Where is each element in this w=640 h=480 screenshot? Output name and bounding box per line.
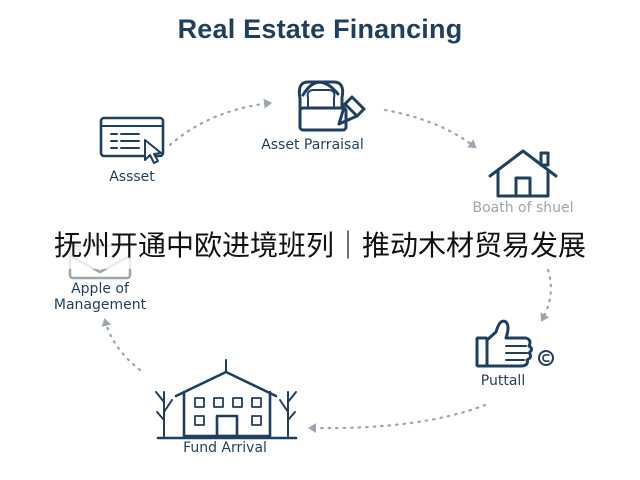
person-writing-icon (297, 80, 366, 132)
document-cursor-icon (99, 116, 165, 164)
diagram-title: Real Estate Financing (177, 14, 463, 44)
house-icon (488, 149, 558, 198)
node-label-apple-line2: Management (53, 297, 147, 313)
node-label-asset-appraisal: Asset Parraisal (261, 137, 364, 153)
arrow-asset-to-appraisal (168, 98, 272, 147)
node-label-apple-line1: Apple of (71, 281, 129, 297)
cycle-arrows (101, 98, 553, 434)
node-label-asset: Assset (109, 169, 155, 185)
arrow-booth-to-puttall (540, 268, 553, 322)
arrow-appraisal-to-booth (383, 108, 477, 149)
thumbs-up-coin-icon (475, 319, 554, 368)
node-label-fund-arrival: Fund Arrival (183, 440, 267, 456)
overlay-banner (0, 223, 640, 269)
overlay-banner-text: 抚州开通中欧进境班列｜推动木材贸易发展 (53, 229, 586, 262)
node-label-puttall: Puttall (480, 373, 526, 389)
arrow-fund-to-apple (101, 318, 142, 372)
arrow-puttall-to-fund (308, 403, 487, 434)
node-label-booth: Boath of shuel (472, 200, 574, 216)
building-icon (155, 359, 298, 440)
